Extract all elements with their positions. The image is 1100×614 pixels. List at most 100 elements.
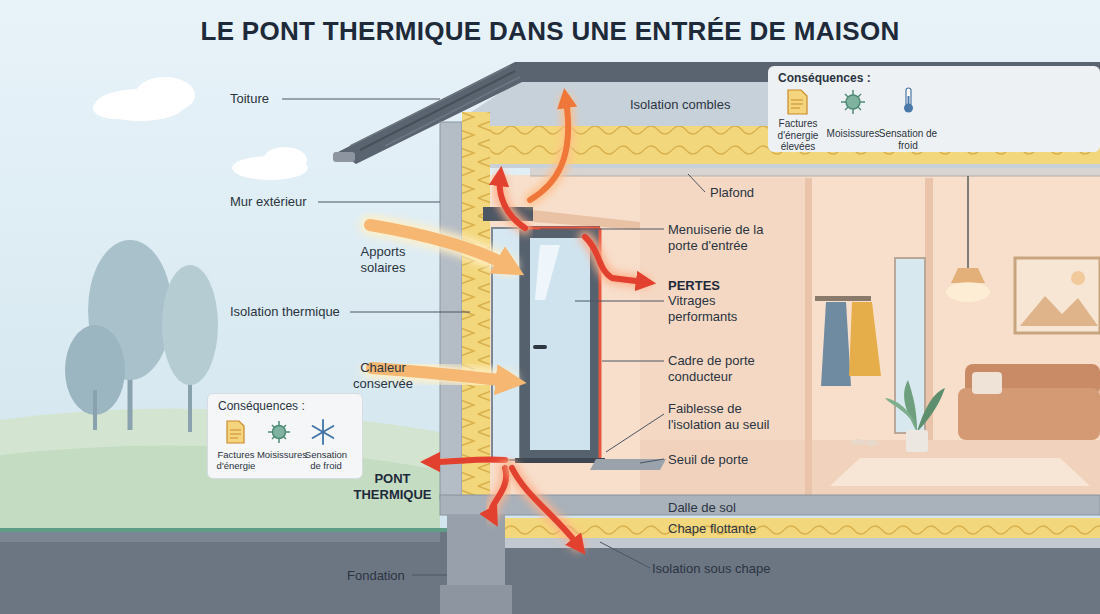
callout-label: Mur extérieur bbox=[230, 194, 350, 210]
mold-icon bbox=[273, 426, 286, 439]
floor-layers bbox=[440, 495, 1100, 614]
heat-arrows bbox=[500, 178, 525, 228]
interior bbox=[490, 168, 1100, 497]
entrance-door bbox=[533, 345, 547, 349]
callout-label: Isolation sous chape bbox=[652, 561, 802, 577]
room-furniture bbox=[906, 430, 928, 452]
exterior-wall bbox=[462, 112, 490, 497]
landscape bbox=[0, 532, 1100, 614]
floor-layers bbox=[440, 585, 512, 614]
floor-layers bbox=[505, 538, 1100, 548]
consequence-box: Conséquences : Factures d'énergie élevées… bbox=[768, 66, 1100, 152]
snowflake-icon bbox=[313, 420, 334, 444]
interior bbox=[530, 176, 1100, 177]
leader-lines bbox=[606, 414, 664, 452]
entrance-door bbox=[530, 238, 590, 450]
consequence-item: Sensation de froid bbox=[300, 450, 352, 472]
thermometer-icon bbox=[908, 96, 910, 106]
room-furniture bbox=[865, 440, 879, 446]
entrance-door bbox=[515, 458, 605, 463]
roof bbox=[333, 152, 355, 162]
bill-icon bbox=[791, 104, 803, 105]
diagram-title: LE PONT THERMIQUE DANS UNE ENTRÉE DE MAI… bbox=[0, 16, 1100, 47]
callout-label: Menuiserie de la porte d'entrée bbox=[668, 222, 772, 253]
interior bbox=[830, 458, 1090, 486]
callout-label: Plafond bbox=[710, 185, 790, 201]
consequence-item: Factures d'énergie élevées bbox=[768, 118, 828, 153]
leader-lines bbox=[412, 575, 447, 576]
room-furniture bbox=[1015, 258, 1100, 333]
room-furniture bbox=[851, 439, 865, 445]
landscape bbox=[0, 532, 440, 542]
callout-label: Fondation bbox=[347, 568, 427, 584]
mold-icon bbox=[841, 90, 865, 114]
mold-icon bbox=[852, 90, 854, 114]
leader-lines bbox=[318, 202, 440, 203]
leader-lines bbox=[282, 99, 705, 575]
bill-icon bbox=[230, 438, 238, 439]
bill-icon bbox=[230, 434, 241, 435]
leader-lines bbox=[540, 229, 664, 230]
bill-icon bbox=[791, 100, 803, 101]
callout-label: Toiture bbox=[230, 91, 310, 107]
callout-label: PONT THERMIQUE bbox=[345, 471, 440, 502]
callout-label: Seuil de porte bbox=[668, 452, 778, 468]
trees bbox=[93, 390, 97, 430]
room-furniture bbox=[967, 176, 969, 268]
consequence-box: Conséquences :Factures d'énergieMoisissu… bbox=[207, 393, 363, 479]
callout-label: Apports solaires bbox=[350, 244, 416, 275]
heat-arrows bbox=[512, 468, 578, 545]
room-furniture bbox=[849, 302, 881, 376]
snowflake-icon bbox=[313, 426, 334, 438]
box-heading: Conséquences : bbox=[218, 400, 348, 414]
landscape bbox=[135, 77, 195, 113]
bill-icon bbox=[227, 421, 244, 443]
bill-icon bbox=[788, 90, 807, 114]
leader-lines bbox=[640, 459, 664, 463]
box-heading: Conséquences : bbox=[778, 72, 928, 86]
leader-lines bbox=[575, 301, 664, 302]
interior bbox=[530, 168, 1100, 176]
callout-label: Chaleur conservée bbox=[348, 360, 418, 391]
heat-arrows bbox=[512, 468, 578, 545]
thermometer-icon bbox=[904, 104, 913, 113]
exterior-wall bbox=[440, 112, 490, 500]
floor-layers bbox=[505, 518, 1100, 538]
interior bbox=[640, 440, 1100, 495]
trees bbox=[65, 240, 218, 432]
bill-icon bbox=[230, 430, 241, 431]
landscape bbox=[93, 97, 137, 119]
mold-icon bbox=[268, 421, 290, 443]
entrance-door bbox=[483, 207, 666, 470]
leader-lines bbox=[688, 174, 705, 192]
leader-lines bbox=[600, 542, 650, 568]
bill-icon bbox=[227, 421, 244, 443]
mold-icon bbox=[845, 94, 861, 110]
mold-icon bbox=[272, 425, 286, 439]
callout-label: Isolation combles bbox=[630, 97, 760, 113]
callout-label: Isolation thermique bbox=[230, 304, 360, 320]
heat-arrows bbox=[432, 459, 505, 462]
heat-arrows bbox=[500, 178, 525, 228]
consequence-item: Sensation de froid bbox=[878, 128, 938, 151]
bill-icon bbox=[788, 90, 807, 114]
heat-arrows bbox=[585, 237, 644, 282]
leader-lines bbox=[350, 312, 470, 313]
room-furniture bbox=[958, 388, 1100, 440]
consequence-item: Moisissures bbox=[818, 128, 888, 140]
room-furniture bbox=[815, 176, 1100, 452]
snowflake-icon bbox=[313, 426, 334, 438]
callout-label: PERTES bbox=[668, 278, 748, 294]
entrance-door bbox=[590, 459, 666, 470]
exterior-wall bbox=[440, 122, 462, 500]
room-furniture bbox=[821, 302, 851, 386]
leader-lines bbox=[602, 361, 664, 362]
callout-label: Cadre de porte conducteur bbox=[668, 353, 764, 384]
callout-label: Vitrages performants bbox=[668, 293, 756, 324]
mold-icon bbox=[268, 431, 290, 433]
room-furniture bbox=[946, 282, 990, 302]
consequence-item: Moisissures bbox=[256, 450, 308, 461]
